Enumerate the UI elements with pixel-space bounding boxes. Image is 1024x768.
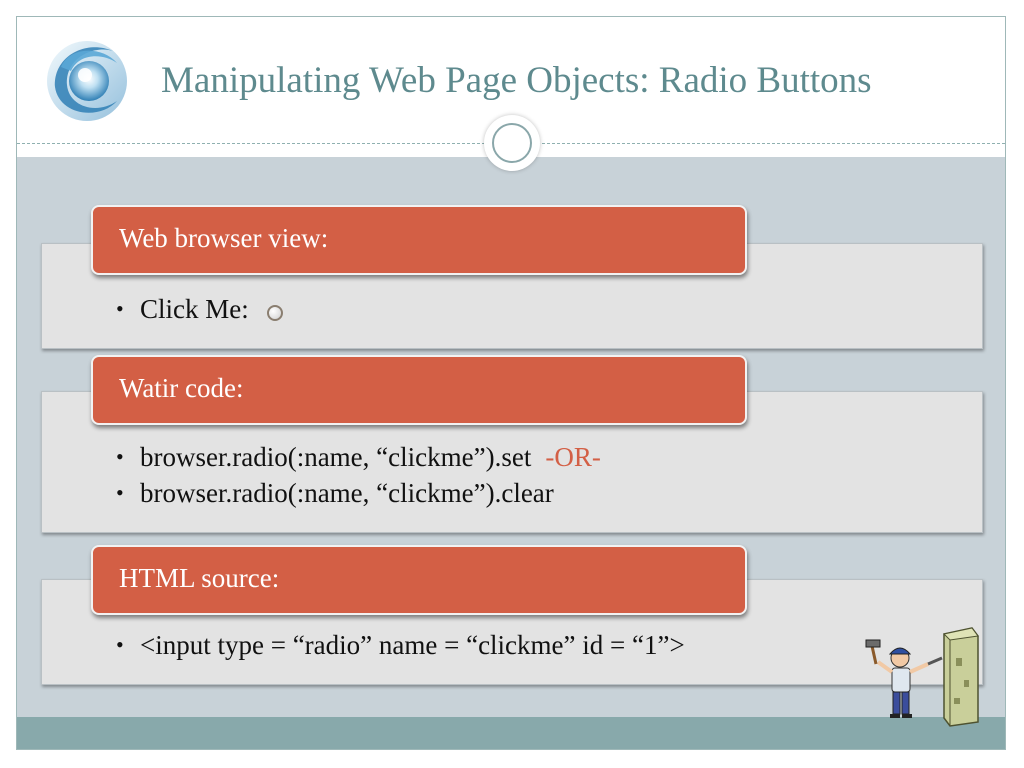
section-heading-text: HTML source: (119, 563, 280, 593)
footer-bar (17, 717, 1005, 749)
bullet-text: browser.radio(:name, “clickme”).clear (140, 478, 554, 508)
bullet-glyph: • (116, 480, 124, 505)
bullet-item: • <input type = “radio” name = “clickme” … (116, 630, 685, 661)
radio-button-icon[interactable] (266, 305, 283, 321)
worker-clipart-icon (865, 627, 979, 727)
swirl-globe-icon (47, 41, 127, 121)
slide: Manipulating Web Page Objects: Radio But… (16, 16, 1006, 750)
ring-ornament (484, 115, 540, 171)
section-heading-html-source: HTML source: (91, 545, 747, 615)
ring-ornament-inner (492, 123, 532, 163)
section-panel-html-source: • <input type = “radio” name = “clickme” … (41, 579, 983, 685)
bullet-item: • browser.radio(:name, “clickme”).set -OR- (116, 442, 601, 473)
bullet-item: • browser.radio(:name, “clickme”).clear (116, 478, 554, 509)
bullet-text: <input type = “radio” name = “clickme” i… (140, 630, 685, 660)
bullet-text: Click Me: (140, 294, 249, 324)
section-heading-text: Watir code: (119, 373, 244, 403)
section-heading-text: Web browser view: (119, 223, 329, 253)
section-heading-browser-view: Web browser view: (91, 205, 747, 275)
bullet-glyph: • (116, 632, 124, 657)
section-heading-watir-code: Watir code: (91, 355, 747, 425)
bullet-item: • Click Me: (116, 294, 283, 325)
bullet-glyph: • (116, 296, 124, 321)
or-label: -OR- (545, 442, 601, 472)
page-title: Manipulating Web Page Objects: Radio But… (161, 60, 872, 101)
bullet-glyph: • (116, 444, 124, 469)
bullet-text: browser.radio(:name, “clickme”).set (140, 442, 532, 472)
